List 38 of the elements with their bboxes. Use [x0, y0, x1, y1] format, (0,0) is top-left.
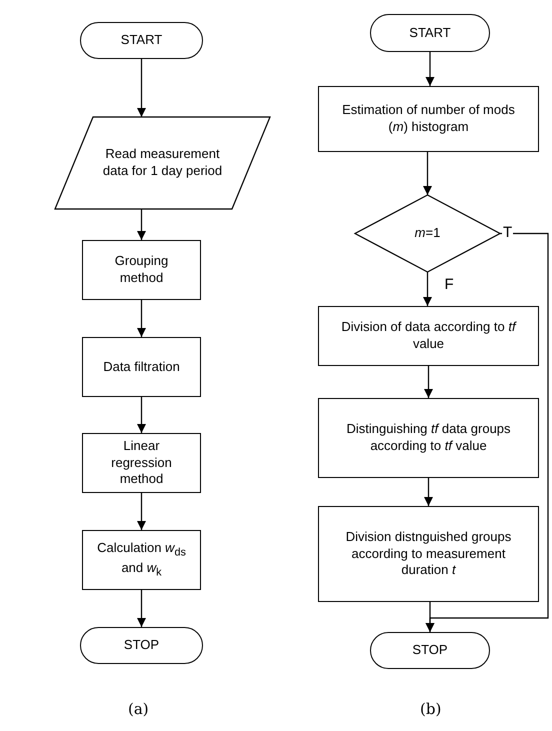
decision-diamond [355, 195, 500, 272]
node-text: START [120, 32, 162, 49]
process-box [82, 240, 201, 300]
arrow [137, 209, 146, 240]
process-box [82, 433, 201, 493]
node-text: START [409, 24, 451, 42]
node-text: Linear regression method [110, 438, 173, 488]
process-box [318, 398, 539, 478]
node-text: Grouping method [114, 253, 170, 287]
arrow [137, 493, 146, 530]
panel-label: (a) [128, 700, 149, 718]
node-text: Read measurement data for 1 day period [102, 146, 224, 180]
arrow [423, 272, 432, 306]
input-parallelogram [55, 117, 270, 209]
arrow [426, 52, 434, 86]
arrow [424, 366, 433, 398]
arrow [426, 232, 549, 632]
arrow [137, 590, 146, 627]
process-box [82, 337, 201, 397]
process-box [318, 506, 539, 602]
arrow [137, 300, 146, 337]
node-text: Estimation of number of mods (m) histogram [341, 102, 516, 136]
node-text: m=1 [414, 225, 440, 242]
node-text: STOP [412, 642, 448, 659]
arrow [137, 59, 146, 117]
panel-label: (b) [420, 700, 442, 718]
process-box [318, 306, 539, 366]
node-text: Division distnguished groups according to measurement duration t [344, 528, 512, 580]
node-text: Division of data according to tf value [340, 319, 516, 353]
node-text: Distinguishing tf data groups according to tf value [345, 421, 512, 455]
arrow [137, 397, 146, 433]
node-text: Calculation w$_{ds}$ and w$_{k}$ [96, 540, 187, 580]
process-box [82, 530, 201, 590]
node-text: Data filtration [103, 358, 180, 376]
arrow [424, 478, 433, 506]
process-box [318, 86, 539, 152]
arrow [423, 152, 432, 195]
node-text: STOP [124, 637, 160, 654]
